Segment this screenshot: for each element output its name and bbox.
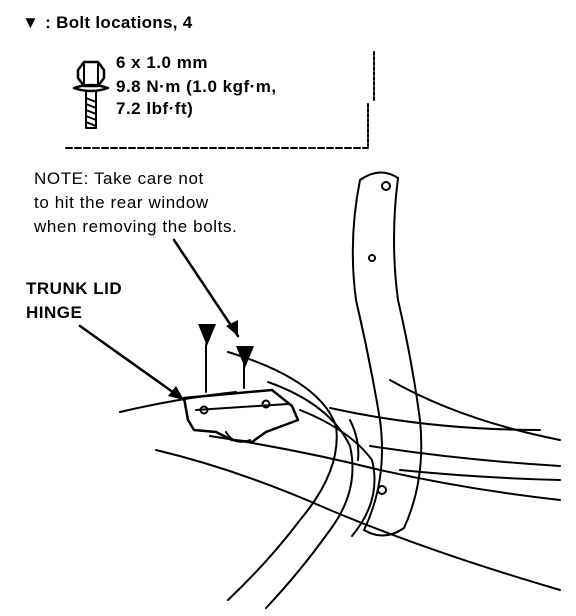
part-label-line-2: HINGE xyxy=(26,303,83,322)
hinge-bracket xyxy=(182,343,300,444)
legend-box-border xyxy=(65,51,375,149)
note-line-3: when removing the bolts. xyxy=(34,217,238,236)
leader-lines xyxy=(78,238,240,402)
note-line-2: to hit the rear window xyxy=(34,193,209,212)
bolt-location-marker-2 xyxy=(236,346,254,368)
leader-arrowhead-hinge xyxy=(168,386,184,400)
trunk-body-lines xyxy=(119,351,561,609)
note-line-1: NOTE: Take care not xyxy=(34,169,204,188)
hinge-arm xyxy=(349,171,423,537)
leader-arrowhead-note xyxy=(226,320,238,336)
bolt-marker-icon: ▼ xyxy=(22,13,40,32)
bolt-icon xyxy=(72,60,110,129)
legend-title-text: : Bolt locations, 4 xyxy=(45,13,193,32)
bolt-location-marker-1 xyxy=(198,324,216,346)
torque-spec-text: 9.8 N·m (1.0 kgf·m, xyxy=(116,77,277,96)
legend-title: ▼ : Bolt locations, 4 xyxy=(22,14,193,31)
bolt-size-text: 6 x 1.0 mm xyxy=(116,53,208,72)
torque-spec-text-cont: 7.2 lbf·ft) xyxy=(116,99,194,118)
part-label-line-1: TRUNK LID xyxy=(26,279,123,298)
